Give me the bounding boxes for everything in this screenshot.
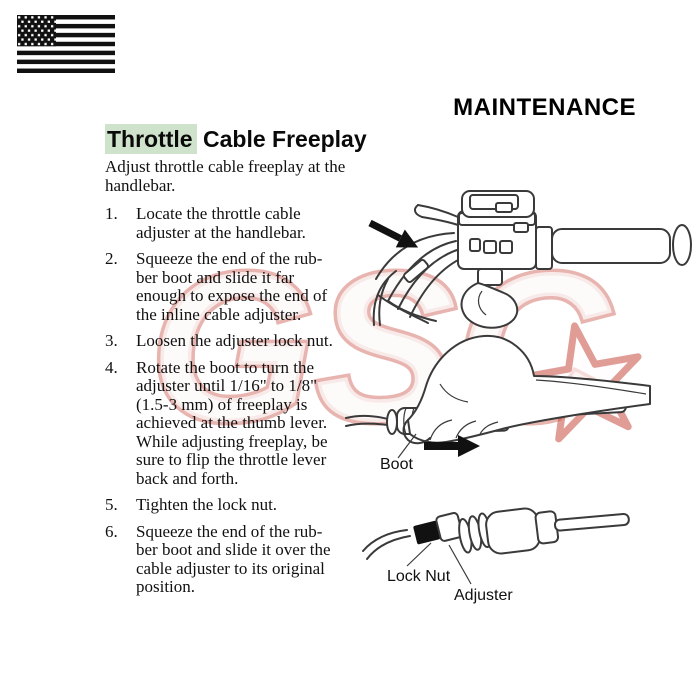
title-highlight: Throttle [105,124,197,154]
article-content: Throttle Cable Freeplay Adjust throttle … [105,124,383,605]
title-rest: Cable Freeplay [196,126,367,152]
us-flag-icon [17,15,115,73]
instruction-step: 6. Squeeze the end of the rub- ber boot … [105,521,383,597]
adjuster-label: Adjuster [454,587,513,604]
instruction-step: 5. Tighten the lock nut. [105,495,383,515]
instruction-step: 1. Locate the throttle cable adjuster at… [105,204,383,242]
page-title: Throttle Cable Freeplay [105,124,383,154]
section-header: MAINTENANCE [453,94,636,121]
instruction-list: 1. Locate the throttle cable adjuster at… [105,204,383,597]
step-text: Locate the throttle cable adjuster at th… [136,204,306,242]
instruction-step: 2. Squeeze the end of the rub- ber boot … [105,249,383,324]
lock-nut-label: Lock Nut [387,568,451,585]
boot-squeeze-illustration [345,334,651,459]
boot-label: Boot [380,456,413,473]
arrow-icon [424,435,480,457]
step-text: Tighten the lock nut. [136,495,278,514]
step-number: 3. [105,331,118,350]
lock-nut-part [413,520,441,545]
step-text: Loosen the adjuster lock nut. [136,331,333,350]
step-number: 5. [105,495,118,514]
arrow-icon [368,219,419,248]
instruction-step: 4. Rotate the boot to turn the adjuster … [105,357,383,489]
intro-text: Adjust throttle cable freeplay at the ha… [105,157,346,195]
step-number: 4. [105,357,118,377]
step-text: Squeeze the end of the rub- ber boot and… [136,249,328,324]
instruction-step: 3. Loosen the adjuster lock nut. [105,331,383,351]
step-text: Rotate the boot to turn the adjuster unt… [136,357,328,488]
step-number: 2. [105,249,118,268]
step-number: 6. [105,521,118,541]
step-text: Squeeze the end of the rub- ber boot and… [136,521,331,596]
adjuster-illustration [362,507,630,585]
handlebar-illustration [368,190,692,329]
step-number: 1. [105,204,118,223]
